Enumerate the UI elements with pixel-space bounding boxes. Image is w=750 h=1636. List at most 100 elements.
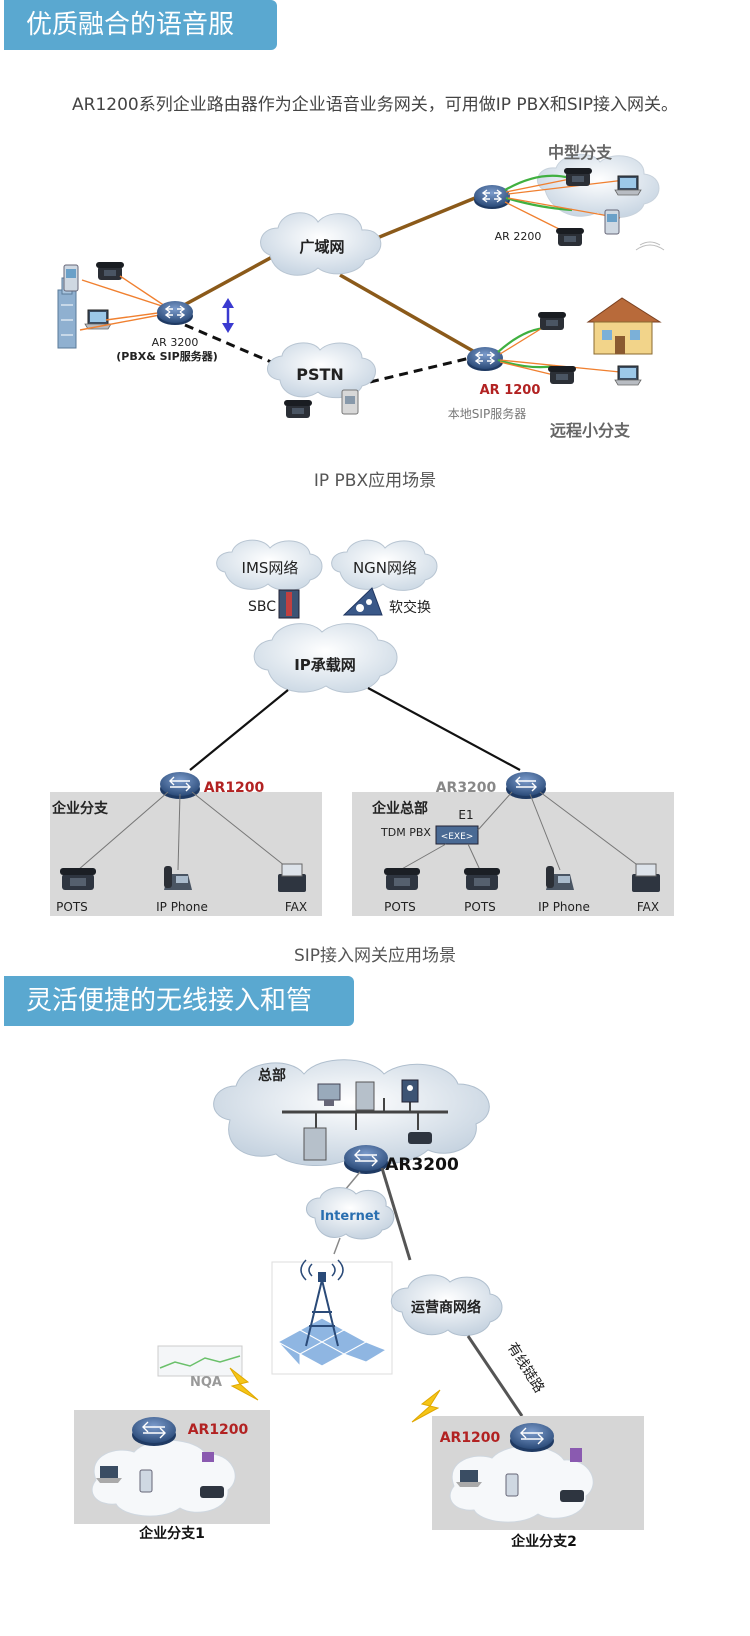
e1-label: E1 [458,808,473,822]
ar1200-label: AR 1200 [480,383,541,398]
branch1-label: 企业分支1 [138,1525,205,1542]
branch2-pc-icon [570,1448,582,1462]
pstn-phone-icon [284,400,312,418]
ar1200-left-router-icon [131,1416,177,1447]
ar3200-label: AR 3200 [152,336,199,349]
hq-box [352,792,674,916]
ip-bearer-cloud: IP承载网 [253,623,398,693]
hq-server-icon-2 [355,1081,375,1111]
ar1200-right-label: AR1200 [440,1430,501,1446]
pstn-label: PSTN [296,365,344,384]
left-device-label-0: POTS [56,900,88,914]
trunk-wan-ar1200 [339,273,481,357]
remote-branch-label: 远程小分支 [550,421,631,440]
mid-pda-icon [604,209,620,235]
softswitch-label: 软交换 [389,599,431,616]
internet-cloud: Internet [306,1187,395,1240]
dashed-ar3200-pstn [184,323,286,370]
nqa-graph-icon [157,1345,243,1377]
branch1-pda-icon [139,1469,153,1493]
fax-machine-icon [341,389,359,415]
wired-link-label: 有线链路 [504,1340,547,1396]
left-fax-icon [277,863,307,893]
ar3200-sub-label: (PBX& SIP服务器) [116,349,217,363]
mid-laptop-icon [614,175,642,196]
remote-laptop-icon [614,365,642,386]
hq-server-icon-1 [303,1127,327,1161]
left-device-label-1: IP Phone [156,900,208,914]
softswitch-icon [342,587,383,616]
ar1200-sub-label: 本地SIP服务器 [448,406,526,421]
branch-label: 企业分支 [51,800,109,817]
branch2-pda-icon [505,1473,519,1497]
tdm-pbx-label: TDM PBX [380,826,431,839]
ar3200-router-icon [505,771,547,800]
carrier-network-cloud: 运营商网络 [391,1274,503,1337]
branch1-pc-icon [202,1452,214,1462]
ar3200-router-icon [156,300,194,326]
dashed-pstn-ar1200 [369,356,471,384]
internet-label: Internet [320,1209,380,1224]
pda-icon [63,264,79,292]
branch2-laptop-icon [456,1470,482,1487]
nqa-label: NQA [190,1375,222,1390]
trunk-ar3200-wan [174,248,286,312]
section-header-wireless: 灵活便捷的无线接入和管理 [4,976,354,1066]
left-device-label-2: FAX [285,900,307,914]
mid-phone-icon-1 [564,168,592,186]
ar2200-router-icon [473,184,511,210]
ims-cloud: IMS网络 [216,539,323,591]
wan-label: 广域网 [299,238,344,256]
mid-branch-label: 中型分支 [548,143,613,162]
ar1200-label: AR1200 [204,780,265,796]
mid-phone-icon-2 [556,228,584,246]
remote-phone-icon-1 [538,312,566,330]
ar3200-label: AR3200 [436,780,497,796]
voice-description: AR1200系列企业路由器作为企业语音业务网关，可用做IP PBX和SIP接入网… [72,95,678,115]
section-header-voice: 优质融合的语音服务 [4,0,277,90]
hq-label: 总部 [258,1067,286,1084]
ip-bearer-label: IP承载网 [294,656,356,674]
ngn-label: NGN网络 [353,559,417,577]
hq-label: 企业总部 [371,800,428,817]
ar3200-label: AR3200 [385,1155,459,1175]
branch1-laptop-icon [96,1466,122,1483]
hq-phone-icon [96,262,124,280]
ip-pbx-diagram: 广域网 PSTN AR 3200 (PBX& SIP服务器) 中型分支 AR 2… [57,143,665,440]
right-pots-icon-2 [464,868,500,890]
branch2-label: 企业分支2 [510,1533,577,1550]
pstn-cloud: PSTN [267,342,376,399]
sbc-device-icon [278,589,300,619]
remote-phone-icon-2 [548,366,576,384]
ar2200-label: AR 2200 [495,230,542,243]
hq-server-icon-3 [401,1079,419,1103]
ar1200-router-icon [466,346,504,372]
sbc-label: SBC [248,599,276,615]
left-pots-icon [60,868,96,890]
branch2-phone-icon [560,1490,584,1502]
backup-arrow-icon [222,298,234,333]
svg-text:<EXE>: <EXE> [441,832,474,842]
tdm-pbx-icon: <EXE> [435,825,479,845]
right-device-label-0: POTS [384,900,416,914]
cell-tower-panel [271,1259,393,1375]
hq-phone-icon [408,1132,432,1144]
wireless-access-diagram: 总部 AR3200 Internet 运营商网络 有线链路 NQA [74,1059,644,1550]
ngn-cloud: NGN网络 [331,539,438,591]
right-fax-icon [631,863,661,893]
wireless-bolt-icon-left [229,1367,259,1401]
house-icon [586,297,662,355]
carrier-network-label: 运营商网络 [411,1299,481,1316]
ar1200-right-router-icon [509,1422,555,1453]
radio-signal-icon [300,1259,344,1281]
right-pots-icon-1 [384,868,420,890]
right-device-label-2: IP Phone [538,900,590,914]
right-device-label-1: POTS [464,900,496,914]
ip-pbx-caption: IP PBX应用场景 [313,471,437,491]
branch-box [50,792,322,916]
wan-cloud: 广域网 [260,212,382,276]
sip-gateway-diagram: IMS网络 NGN网络 SBC 软交换 IP承载网 AR1200 企业分支 PO… [50,539,674,916]
wireless-signal-icon [635,241,665,251]
ims-label: IMS网络 [242,559,299,577]
ar1200-left-label: AR1200 [188,1422,249,1438]
